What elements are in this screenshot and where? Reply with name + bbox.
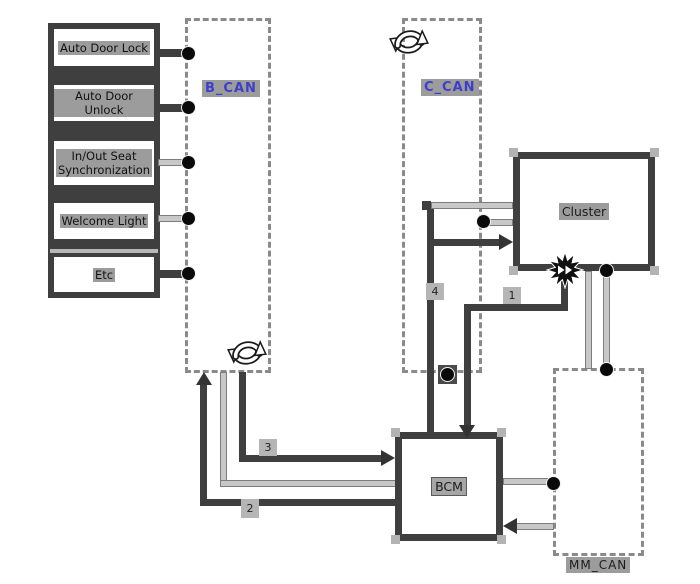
bus-region-mm-can[interactable] (553, 368, 644, 556)
wire-stub-auto-door-lock (158, 49, 185, 57)
node-cluster[interactable]: Cluster (513, 152, 655, 271)
cycle-arrows-icon (227, 340, 267, 365)
cluster-label: Cluster (558, 203, 610, 220)
arrowhead-right-into-bcm (381, 450, 395, 466)
bus-label-b-can: B_CAN (202, 80, 260, 97)
module-label: Etc (92, 267, 116, 282)
module-box-auto-door-unlock[interactable]: Auto Door Unlock (54, 85, 154, 121)
arrowhead-down-into-bcm (459, 425, 475, 438)
node-bcm[interactable]: BCM (395, 432, 503, 541)
module-separator-line (50, 249, 158, 253)
selection-handle[interactable] (650, 148, 659, 157)
junction-dot (600, 363, 613, 376)
junction-dot (600, 264, 613, 277)
module-box-welcome-light[interactable]: Welcome Light (54, 203, 154, 239)
module-box-auto-door-lock[interactable]: Auto Door Lock (54, 29, 154, 66)
wire-gray-to-cluster-upper (431, 202, 513, 209)
selection-handle[interactable] (497, 428, 506, 437)
junction-dot (182, 267, 195, 280)
selection-handle[interactable] (650, 266, 659, 275)
wire-1-horizontal (464, 304, 568, 311)
junction-dot (182, 101, 195, 114)
wire-2-horizontal (200, 499, 396, 506)
arrowhead-right-into-cluster (499, 234, 513, 250)
arrowhead-left-into-bcm (503, 518, 517, 534)
wire-4-branch-to-cluster (427, 239, 500, 246)
wire-stub-welcome-light (158, 215, 185, 222)
selection-handle[interactable] (497, 535, 506, 544)
wire-gray-b-can-vertical (220, 372, 227, 487)
wire-stub-etc (158, 270, 185, 278)
wire-4-vertical (427, 202, 434, 432)
module-label: Auto Door Unlock (54, 89, 154, 117)
module-box-etc[interactable]: Etc (54, 257, 154, 292)
junction-dot (477, 215, 490, 228)
junction-dot (182, 212, 195, 225)
wire-stub-seat-synchronization (158, 159, 185, 166)
arrowhead-up-into-b-can (196, 372, 212, 385)
bus-label-mm-can: MM_CAN (566, 557, 631, 573)
bus-label-c-can: C_CAN (421, 79, 479, 96)
junction-dot (441, 368, 454, 381)
selection-handle[interactable] (509, 266, 518, 275)
wire-1-drop-from-cluster (561, 276, 568, 310)
wire-number-3: 3 (259, 439, 277, 456)
cycle-arrows-icon (389, 29, 429, 54)
wire-number-2: 2 (241, 499, 259, 518)
selection-handle[interactable] (391, 535, 400, 544)
module-stack: Auto Door Lock Auto Door Unlock In/Out S… (48, 23, 160, 298)
module-label: Welcome Light (59, 214, 149, 228)
collision-burst-icon (546, 251, 584, 289)
wire-gray-mm-can-to-bcm (516, 523, 554, 530)
selection-handle[interactable] (509, 148, 518, 157)
wire-gray-cluster-mm-can-left (585, 271, 592, 369)
wire-1-vertical-to-bcm (464, 304, 471, 425)
wire-3-vertical (239, 372, 246, 462)
wire-3-horizontal (239, 455, 382, 462)
wire-2-vertical (200, 383, 207, 506)
wire-number-4: 4 (426, 283, 444, 300)
junction-dot (547, 477, 560, 490)
wire-gray-cluster-mm-can-right (603, 271, 610, 371)
junction-dot (182, 47, 195, 60)
wire-number-1: 1 (503, 287, 521, 304)
junction-dot (182, 156, 195, 169)
bus-region-b-can[interactable] (185, 18, 271, 373)
bcm-label: BCM (431, 477, 467, 496)
wire-stub-auto-door-unlock (158, 104, 185, 112)
wire-gray-b-can-horizontal (220, 480, 396, 487)
module-label: Auto Door Lock (58, 40, 150, 55)
selection-handle[interactable] (391, 428, 400, 437)
wire-gray-endcap (422, 201, 431, 210)
